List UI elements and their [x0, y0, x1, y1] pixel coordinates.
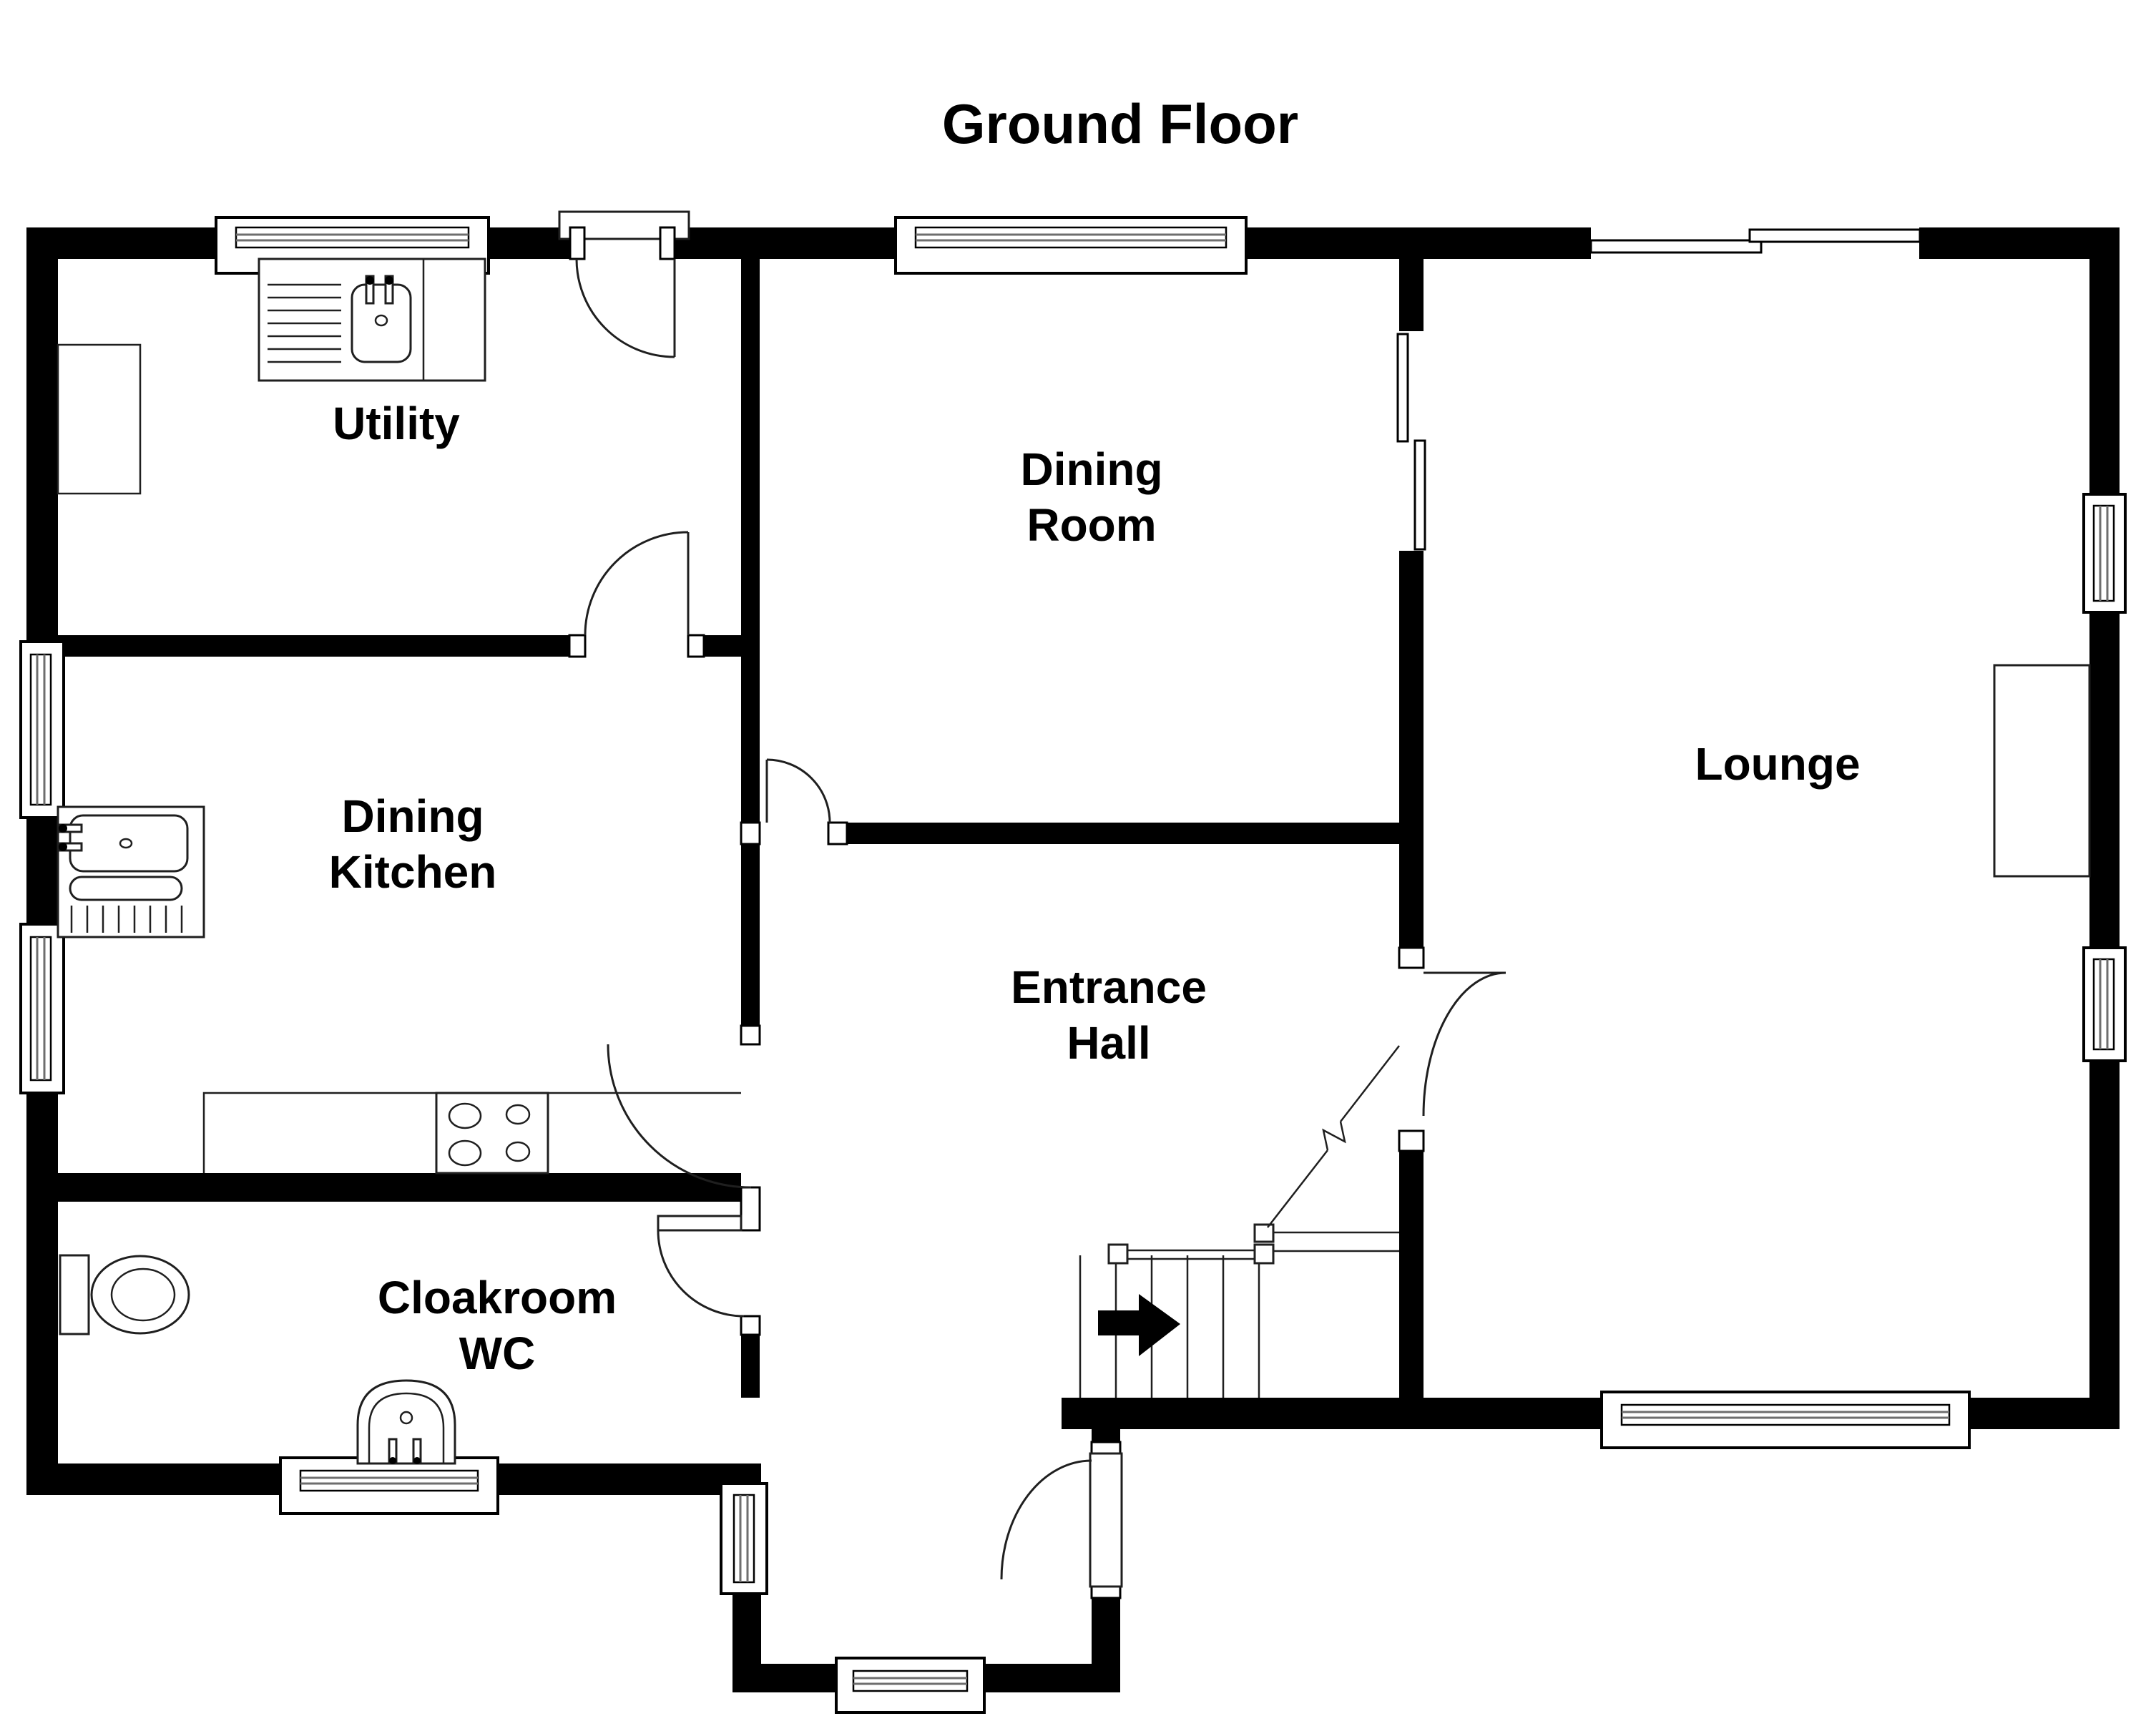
label-dining-kitchen-1: Dining [341, 790, 484, 842]
wall-hall-lounge [1399, 1151, 1424, 1398]
wall-porch-left [732, 1463, 761, 1484]
burner [505, 1141, 531, 1162]
wall-dining-hall [828, 823, 1399, 844]
door-leaf [657, 1215, 743, 1232]
room-labels: Utility Dining Room Dining Kitchen Entra… [329, 398, 1861, 1379]
wall-top [1919, 227, 2120, 259]
sink-bowl [351, 283, 412, 363]
window-porch-left [720, 1482, 768, 1595]
window-porch-bottom [835, 1657, 986, 1714]
label-lounge: Lounge [1695, 738, 1860, 790]
utility-side-counter [57, 343, 142, 495]
door-swing [1000, 1459, 1092, 1580]
wall-top [26, 227, 222, 259]
window-lounge-right-lower [2082, 946, 2127, 1062]
burner [448, 1102, 482, 1129]
door-swing [575, 258, 675, 358]
kitchen-door [607, 1024, 761, 1232]
drainer-tray [69, 876, 183, 901]
wall-kitchen-cloakroom [58, 1173, 741, 1202]
window-kitchen-left-upper [19, 640, 65, 819]
label-dining-kitchen-2: Kitchen [329, 846, 497, 898]
door-swing [584, 531, 689, 636]
window-dining [894, 216, 1248, 275]
stair-rail-break [1267, 1045, 1400, 1228]
window-lounge-bottom [1600, 1391, 1971, 1449]
label-entrance-hall-2: Hall [1067, 1017, 1150, 1069]
exterior-walls [26, 227, 2120, 1692]
label-dining-room-2: Room [1026, 499, 1156, 551]
glazed-panels-dining-lounge [1396, 333, 1426, 551]
wall-bottom-hall [1062, 1398, 1607, 1429]
front-door [1000, 1441, 1123, 1599]
newel-post [1107, 1243, 1129, 1265]
stairs-direction-arrow [1098, 1294, 1180, 1356]
drainer-lines [268, 283, 341, 363]
window-cloakroom-bottom [279, 1456, 499, 1515]
utility-kitchen-door [568, 531, 705, 658]
wall-porch-right [1092, 1581, 1120, 1692]
page-title: Ground Floor [942, 92, 1298, 155]
wall-hall-lounge [1399, 551, 1424, 948]
label-cloakroom-2: WC [459, 1328, 536, 1379]
dining-room-door [740, 758, 848, 845]
toilet [59, 1254, 190, 1335]
label-cloakroom-1: Cloakroom [378, 1272, 617, 1323]
wash-basin [356, 1379, 456, 1465]
wall-right [2089, 612, 2120, 948]
doors [558, 210, 1506, 1599]
counter-edge [202, 1092, 741, 1173]
wall-dining-lounge [1399, 259, 1424, 331]
window-lounge-right-upper [2082, 493, 2127, 614]
door-swing [657, 1230, 745, 1318]
chimney-breast [1993, 664, 2091, 878]
door-swing [1422, 971, 1506, 1117]
cloakroom-door [657, 1215, 761, 1336]
label-dining-room-1: Dining [1020, 443, 1162, 495]
upper-flight-lines [1273, 1231, 1399, 1252]
label-utility: Utility [333, 398, 460, 449]
sink-bowl [69, 814, 189, 873]
wall-right [2089, 227, 2120, 494]
windows [19, 216, 2127, 1714]
newel-post [1253, 1223, 1275, 1243]
wall-utility-kitchen [704, 635, 741, 657]
window-kitchen-left-lower [19, 923, 65, 1094]
stair-handrail [1121, 1249, 1255, 1260]
drainer-lines [70, 906, 183, 933]
staircase [1079, 1045, 1400, 1398]
cistern [59, 1254, 90, 1335]
wall-cloakroom-hall [741, 1335, 760, 1398]
wall-bottom-cloakroom [26, 1463, 286, 1495]
utility-sink-unit [258, 258, 486, 382]
door-swing [607, 1044, 752, 1189]
drain [119, 838, 133, 849]
fixtures [57, 258, 2091, 1465]
lounge-door [1398, 946, 1506, 1152]
wall-right [2089, 1061, 2120, 1429]
wall-left [26, 812, 58, 930]
drain [399, 1411, 413, 1425]
sliding-door-lounge-top [1589, 228, 1921, 254]
door-leaf [1089, 1452, 1123, 1588]
interior-walls [58, 259, 1424, 1398]
wall-bottom-lounge [1964, 1398, 2120, 1429]
drain [374, 314, 388, 327]
door-swing [766, 758, 831, 823]
wall-kitchen-hall [741, 259, 760, 1026]
newel-post [1253, 1243, 1275, 1265]
burner [448, 1139, 482, 1167]
wall-porch-bottom [732, 1664, 842, 1692]
label-entrance-hall-1: Entrance [1011, 961, 1207, 1013]
wall-top [483, 227, 570, 259]
kitchen-sink-unit [57, 805, 205, 938]
burner [505, 1104, 531, 1125]
wall-bottom-cloakroom [492, 1463, 761, 1495]
kitchen-counter-hob [202, 1092, 741, 1175]
wall-left [26, 1087, 58, 1495]
wall-utility-kitchen [58, 635, 585, 657]
utility-entrance-door [558, 210, 690, 358]
wall-left [26, 227, 58, 647]
